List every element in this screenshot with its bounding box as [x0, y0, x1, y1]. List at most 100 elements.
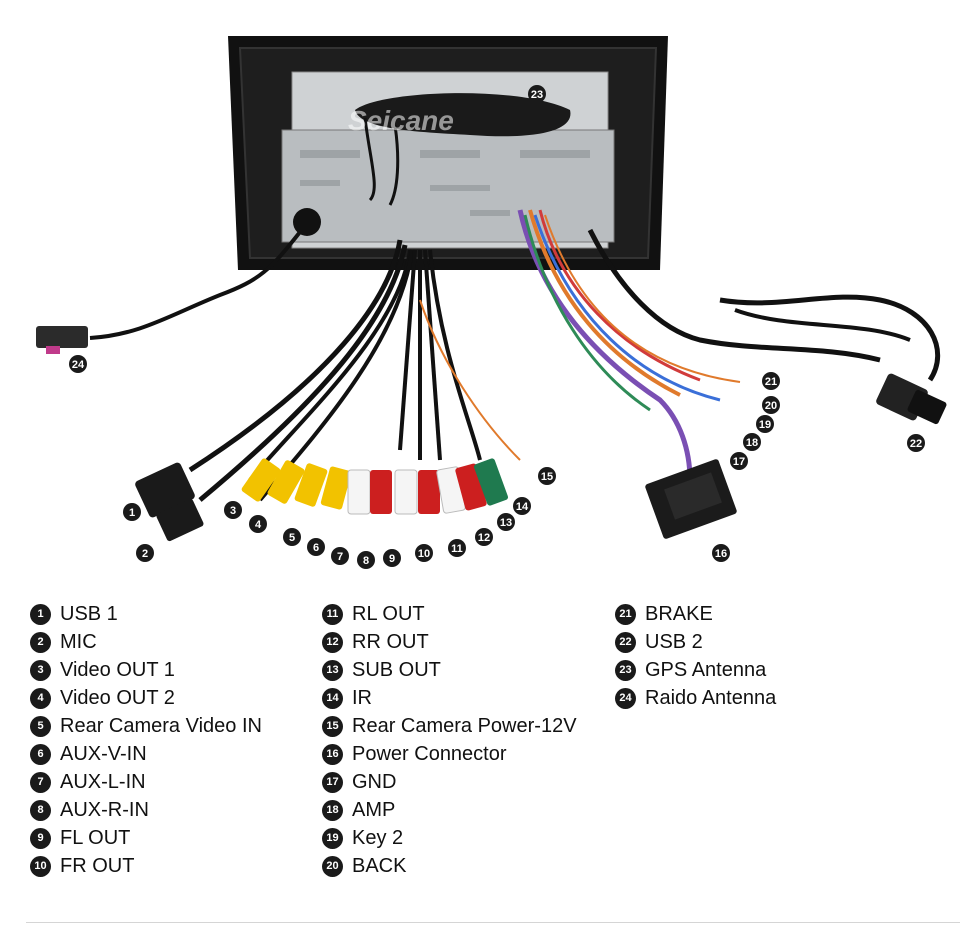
wiring-diagram: Seicane — [36, 36, 947, 569]
svg-text:22: 22 — [910, 438, 922, 450]
number-badge: 19 — [322, 827, 343, 849]
legend-label: IR — [352, 686, 372, 709]
legend-label: FL OUT — [60, 826, 131, 849]
rca-bundle — [135, 239, 521, 542]
callout-21: 21 — [762, 372, 780, 390]
svg-text:19: 19 — [759, 419, 771, 431]
callout-4: 4 — [249, 515, 267, 533]
svg-text:10: 10 — [418, 548, 430, 560]
legend-item: 6 AUX-V-IN — [30, 740, 262, 768]
watermark-text: Seicane — [348, 105, 454, 136]
svg-text:7: 7 — [337, 551, 343, 563]
callout-10: 10 — [415, 544, 433, 562]
legend-item: 24 Raido Antenna — [615, 684, 776, 712]
legend-item: 5 Rear Camera Video IN — [30, 712, 262, 740]
legend-item: 22 USB 2 — [615, 628, 776, 656]
callout-7: 7 — [331, 547, 349, 565]
usb2-cable — [587, 228, 947, 425]
number-badge: 18 — [322, 799, 343, 821]
number-badge: 12 — [322, 631, 343, 653]
legend-label: RL OUT — [352, 602, 425, 625]
svg-text:8: 8 — [363, 555, 369, 567]
legend-item: 19 Key 2 — [322, 824, 577, 852]
svg-text:17: 17 — [733, 456, 745, 468]
legend-label: FR OUT — [60, 854, 135, 877]
legend-item: 10 FR OUT — [30, 852, 262, 880]
legend-label: RR OUT — [352, 630, 429, 653]
number-badge: 16 — [322, 743, 343, 765]
callout-1: 1 — [123, 503, 141, 521]
callout-17: 17 — [730, 452, 748, 470]
svg-text:4: 4 — [255, 519, 262, 531]
svg-text:20: 20 — [765, 400, 777, 412]
number-badge: 10 — [30, 855, 51, 877]
legend-label: Rear Camera Video IN — [60, 714, 262, 737]
svg-text:21: 21 — [765, 376, 777, 388]
svg-text:13: 13 — [500, 517, 512, 529]
number-badge: 1 — [30, 603, 51, 625]
callout-5: 5 — [283, 528, 301, 546]
svg-text:15: 15 — [541, 471, 553, 483]
bottom-divider — [26, 922, 960, 923]
svg-text:16: 16 — [715, 548, 727, 560]
number-badge: 4 — [30, 687, 51, 709]
legend-label: AUX-V-IN — [60, 742, 147, 765]
svg-text:14: 14 — [516, 501, 529, 513]
number-badge: 23 — [615, 659, 636, 681]
callout-2: 2 — [136, 544, 154, 562]
legend-item: 4 Video OUT 2 — [30, 684, 262, 712]
legend-label: SUB OUT — [352, 658, 441, 681]
head-unit — [228, 36, 668, 270]
callout-22: 22 — [907, 434, 925, 452]
callout-16: 16 — [712, 544, 730, 562]
legend-label: BRAKE — [645, 602, 713, 625]
svg-text:12: 12 — [478, 532, 490, 544]
legend-label: Video OUT 2 — [60, 686, 175, 709]
callout-12: 12 — [475, 528, 493, 546]
legend-label: Raido Antenna — [645, 686, 777, 709]
diagram-callouts: 1 2 3 4 5 6 7 8 9 10 11 12 13 14 15 16 1… — [69, 85, 925, 569]
legend-label: GPS Antenna — [645, 658, 767, 681]
legend-label: AMP — [352, 798, 396, 821]
legend-label: USB 2 — [645, 630, 703, 653]
number-badge: 14 — [322, 687, 343, 709]
legend-label: GND — [352, 770, 397, 793]
callout-13: 13 — [497, 513, 515, 531]
number-badge: 6 — [30, 743, 51, 765]
number-badge: 24 — [615, 687, 636, 709]
callout-15: 15 — [538, 467, 556, 485]
svg-text:23: 23 — [531, 89, 543, 101]
svg-text:24: 24 — [72, 359, 85, 371]
callout-18: 18 — [743, 433, 761, 451]
legend-item: 11 RL OUT — [322, 600, 577, 628]
callout-14: 14 — [513, 497, 531, 515]
number-badge: 11 — [322, 603, 343, 625]
number-badge: 22 — [615, 631, 636, 653]
number-badge: 5 — [30, 715, 51, 737]
callout-6: 6 — [307, 538, 325, 556]
svg-text:3: 3 — [230, 505, 236, 517]
legend-label: AUX-R-IN — [60, 798, 149, 821]
svg-text:18: 18 — [746, 437, 758, 449]
callout-11: 11 — [448, 539, 466, 557]
svg-text:5: 5 — [289, 532, 295, 544]
number-badge: 8 — [30, 799, 51, 821]
legend-label: Key 2 — [352, 826, 404, 849]
gps-antenna: Seicane — [348, 93, 571, 206]
number-badge: 13 — [322, 659, 343, 681]
legend-label: AUX-L-IN — [60, 770, 146, 793]
svg-text:1: 1 — [129, 507, 135, 519]
legend-label: BACK — [352, 854, 407, 877]
legend-item: 13 SUB OUT — [322, 656, 577, 684]
